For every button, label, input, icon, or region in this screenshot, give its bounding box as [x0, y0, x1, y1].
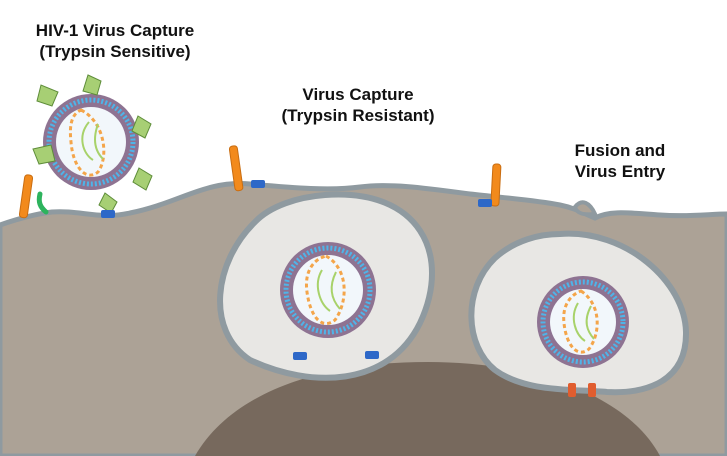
membrane-anchor-icon — [251, 180, 265, 188]
spike-head — [36, 84, 59, 107]
virion-interior — [550, 289, 616, 355]
virion-interior — [56, 107, 126, 177]
label-capture-sensitive: HIV-1 Virus Capture (Trypsin Sensitive) — [0, 20, 230, 62]
cd4-receptor-icon — [490, 163, 502, 207]
label-capture-sensitive-line-2: (Trypsin Sensitive) — [39, 42, 191, 61]
cd4-receptor-icon — [18, 174, 34, 219]
virion-capsid — [68, 108, 106, 177]
membrane-gap — [572, 200, 598, 217]
virion-resistant — [280, 242, 376, 338]
label-fusion-entry: Fusion and Virus Entry — [520, 140, 720, 182]
virion-rna-strand — [316, 269, 341, 312]
membrane-anchor-icon — [293, 352, 307, 360]
label-capture-resistant-line-1: Virus Capture — [302, 85, 414, 104]
virion-fusion — [537, 276, 629, 368]
fusion-pore — [568, 383, 596, 397]
spike-head — [131, 115, 152, 139]
cd4-receptor-icon — [228, 145, 244, 192]
membrane-anchor-icon — [365, 351, 379, 359]
virion-lipid-ring — [46, 97, 136, 187]
spike-head — [82, 74, 102, 96]
label-fusion-entry-line-1: Fusion and — [574, 141, 666, 160]
virion-sensitive — [32, 74, 153, 214]
spike-head — [132, 167, 153, 191]
virion-rna-strand — [572, 302, 595, 342]
virion-rna-strand — [81, 121, 104, 161]
label-fusion-entry-line-2: Virus Entry — [574, 162, 666, 181]
virion-capsid — [304, 254, 346, 325]
membrane-anchor-icon — [101, 210, 115, 218]
spike-head — [32, 144, 56, 165]
virion-capsid — [562, 289, 599, 354]
coreceptor-icon — [36, 191, 49, 215]
label-capture-sensitive-line-1: HIV-1 Virus Capture — [35, 21, 195, 40]
label-capture-resistant: Virus Capture (Trypsin Resistant) — [248, 84, 468, 126]
virion-lipid-ring — [540, 279, 626, 365]
membrane-anchor-icon — [478, 199, 492, 207]
virion-lipid-ring — [283, 245, 373, 335]
label-capture-resistant-line-2: (Trypsin Resistant) — [281, 106, 435, 125]
virion-interior — [293, 255, 363, 325]
